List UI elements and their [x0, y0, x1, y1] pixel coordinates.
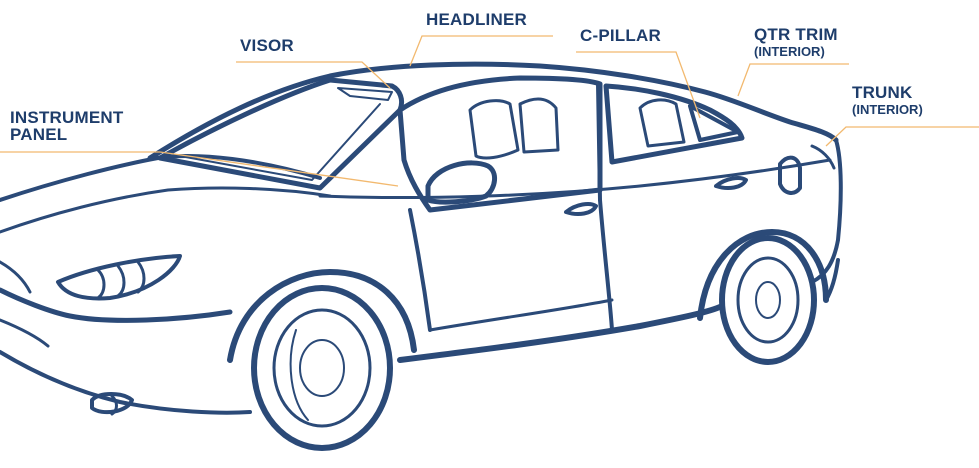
trunk-subtitle: (INTERIOR)	[852, 103, 923, 116]
label-visor: VISOR	[240, 37, 294, 54]
label-trunk: TRUNK (INTERIOR)	[852, 84, 923, 116]
leader-trunk	[826, 127, 979, 146]
qtr-trim-subtitle: (INTERIOR)	[754, 45, 838, 58]
qtr-trim-title: QTR TRIM	[754, 26, 838, 43]
headliner-text: HEADLINER	[426, 11, 527, 28]
label-instrument-panel: INSTRUMENT PANEL	[10, 109, 123, 144]
visor-text: VISOR	[240, 37, 294, 54]
instrument-panel-line2: PANEL	[10, 126, 123, 143]
c-pillar-text: C-PILLAR	[580, 27, 661, 44]
label-headliner: HEADLINER	[426, 11, 527, 28]
rear-wheel	[722, 238, 814, 362]
front-wheel	[254, 288, 390, 448]
leader-qtr-trim	[738, 64, 849, 96]
instrument-panel-line1: INSTRUMENT	[10, 109, 123, 126]
label-qtr-trim: QTR TRIM (INTERIOR)	[754, 26, 838, 58]
leader-headliner	[410, 36, 553, 66]
trunk-title: TRUNK	[852, 84, 923, 101]
car-body	[0, 64, 841, 414]
label-c-pillar: C-PILLAR	[580, 27, 661, 44]
